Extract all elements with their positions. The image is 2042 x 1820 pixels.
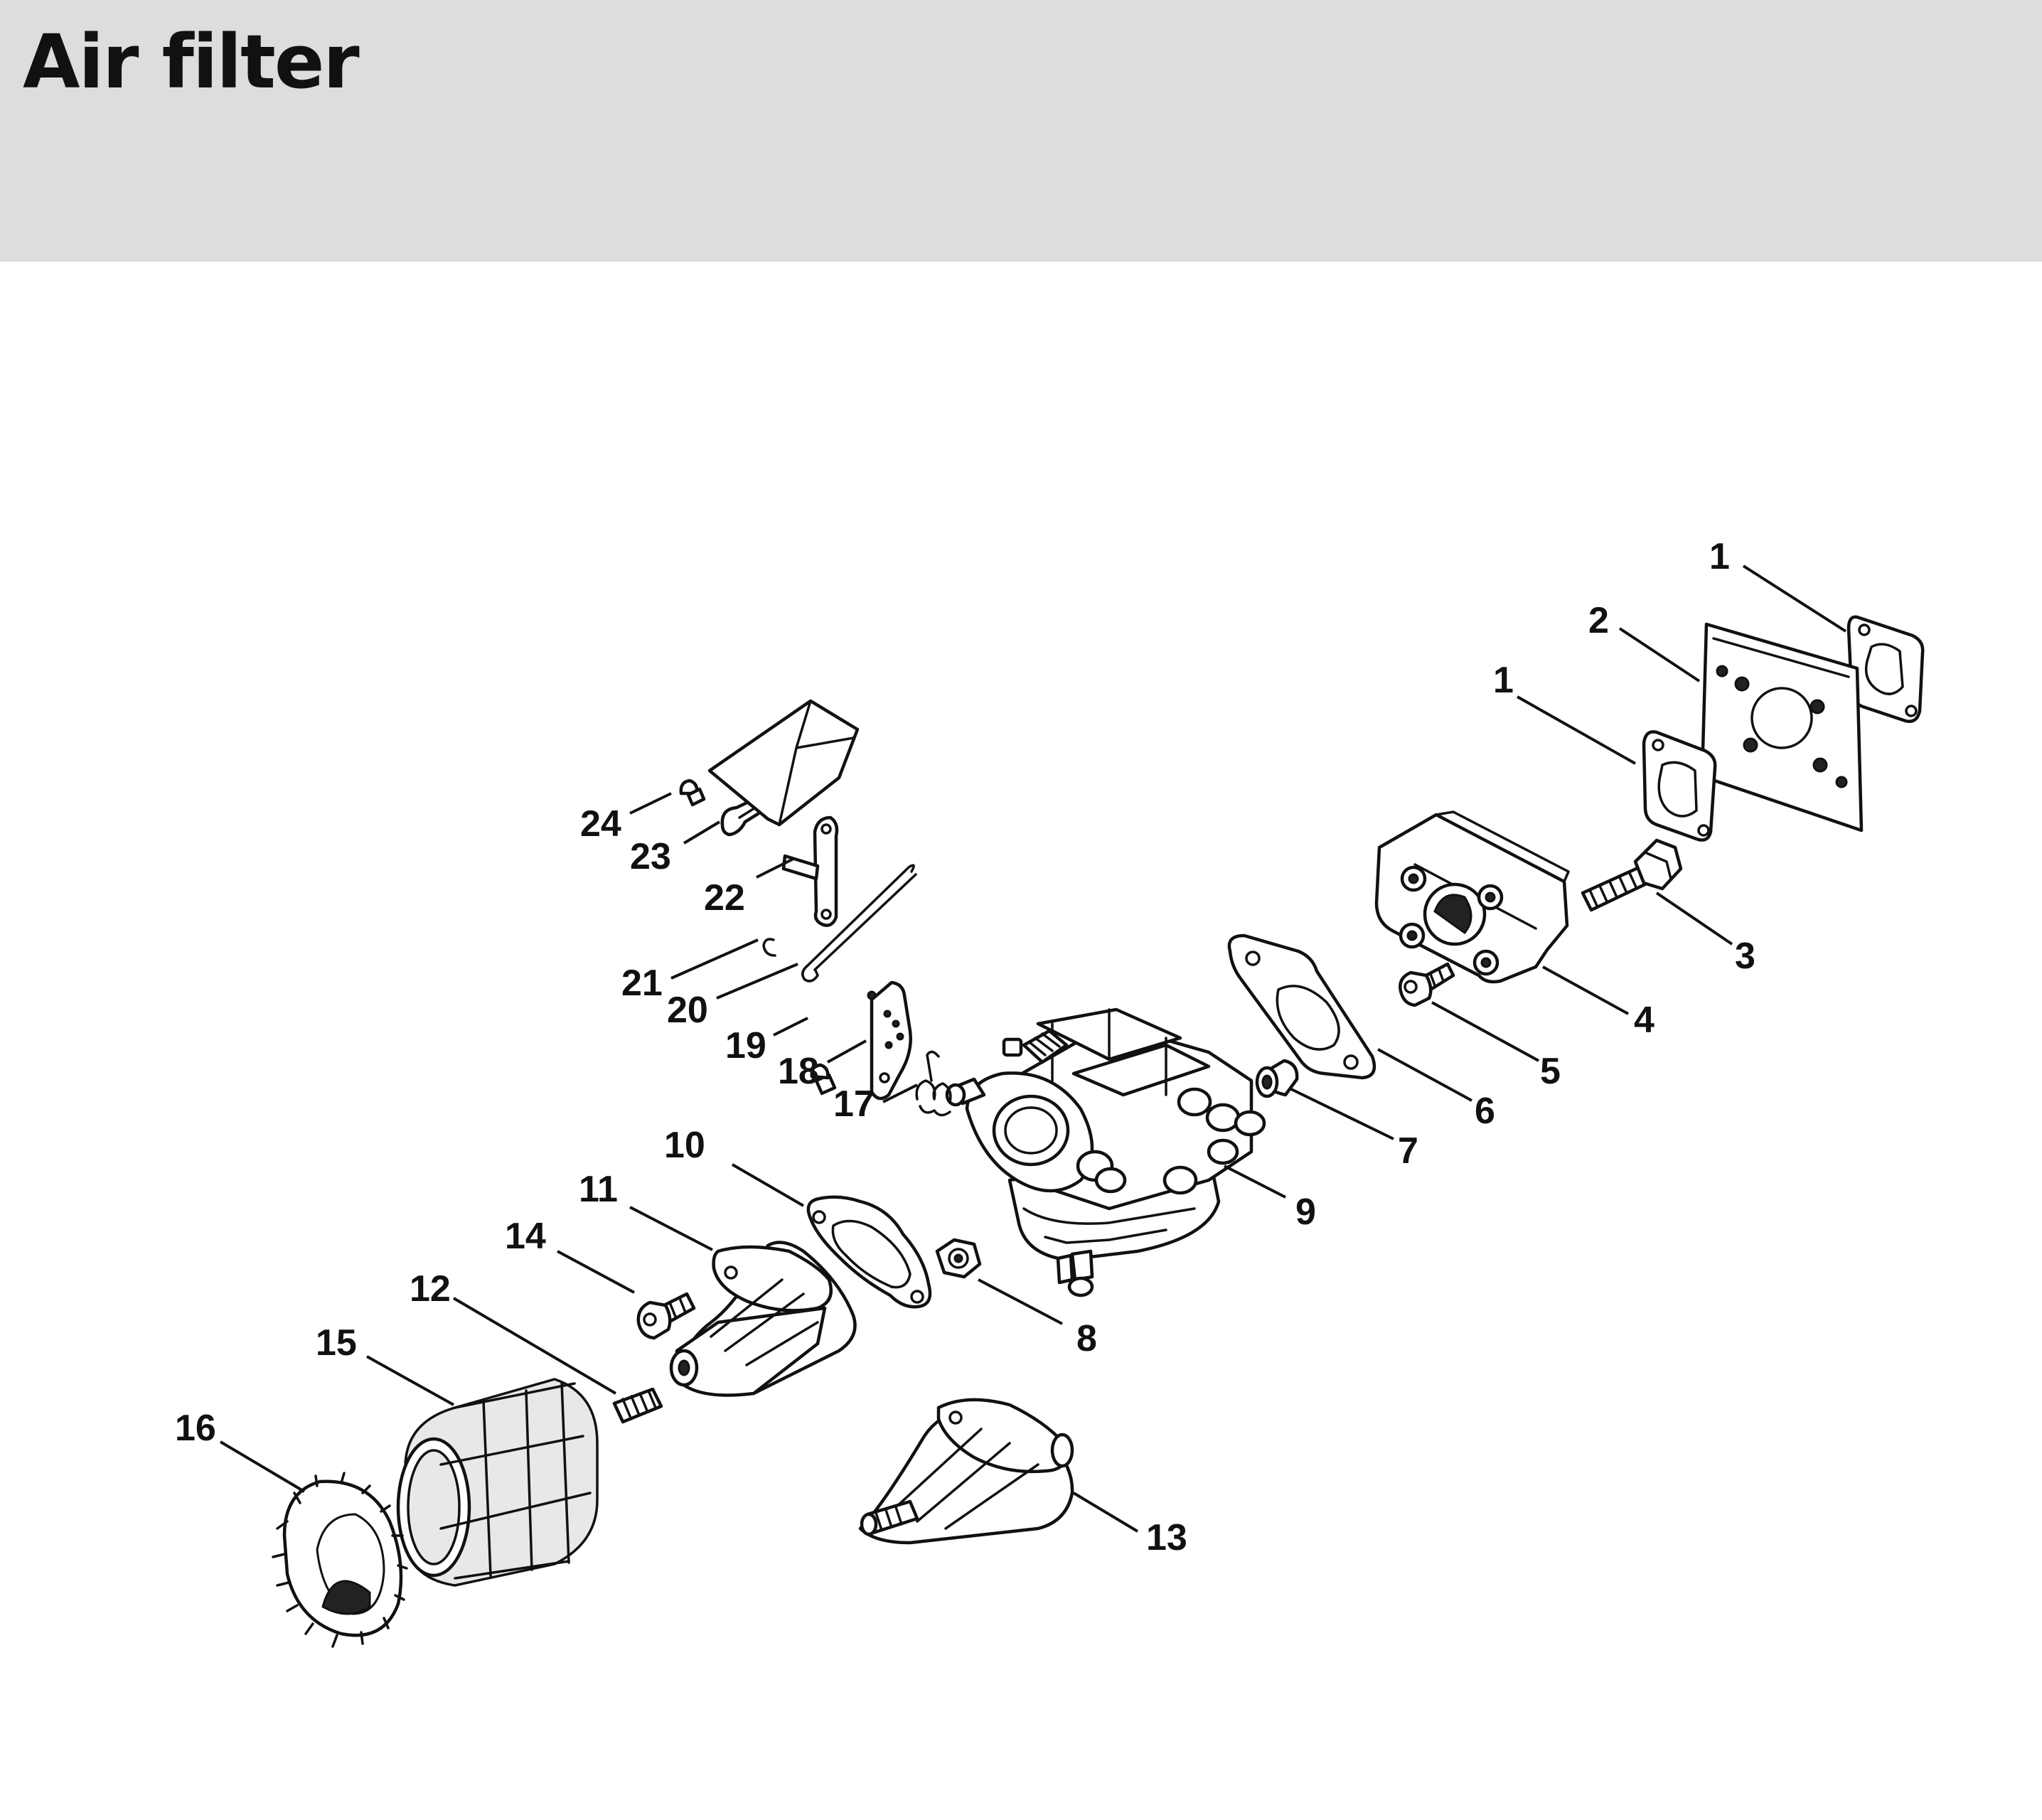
part-1-upper-gasket[interactable]	[1846, 615, 1925, 723]
callout-19: 19	[725, 1025, 766, 1066]
part-12-threaded-stud[interactable]	[612, 1387, 663, 1424]
part-2-plate[interactable]	[1700, 622, 1864, 833]
callout-10: 10	[664, 1125, 705, 1166]
part-9-carburetor[interactable]	[945, 1007, 1266, 1297]
callout-4: 4	[1634, 1000, 1655, 1041]
part-6-gasket[interactable]	[1227, 933, 1377, 1080]
callout-12: 12	[410, 1268, 451, 1310]
part-18-bracket-plate[interactable]	[867, 980, 912, 1101]
part-7-bushing[interactable]	[1255, 1059, 1299, 1098]
part-10-gasket[interactable]	[806, 1195, 932, 1309]
part-4-spacer-block[interactable]	[1374, 810, 1570, 984]
callout-13: 13	[1146, 1517, 1187, 1558]
callout-16: 16	[175, 1408, 216, 1449]
page-header: Air filter	[0, 0, 2042, 262]
callout-labels: 1 2 1 3 4 5 6 7 9 8 10 11 14 12 13 15 16…	[175, 536, 1755, 1558]
callout-24: 24	[580, 803, 621, 845]
part-22-lever[interactable]	[781, 815, 839, 927]
filter-cover-flap[interactable]	[707, 699, 860, 827]
callout-20: 20	[667, 990, 708, 1031]
callout-15: 15	[316, 1322, 357, 1364]
part-17-spring[interactable]	[915, 1050, 952, 1117]
callout-11: 11	[579, 1169, 618, 1210]
callout-17: 17	[833, 1083, 875, 1125]
leader-lines	[219, 564, 1847, 1533]
callout-23: 23	[630, 836, 671, 877]
part-8-nut[interactable]	[935, 1238, 982, 1279]
callout-1-lower: 1	[1493, 660, 1514, 701]
page-title: Air filter	[23, 18, 360, 105]
part-3-long-bolt[interactable]	[1581, 838, 1683, 912]
part-1-lower-gasket[interactable]	[1642, 730, 1717, 842]
callout-9: 9	[1295, 1192, 1316, 1233]
callout-3: 3	[1735, 936, 1755, 977]
part-16-toothed-ring[interactable]	[272, 1472, 408, 1648]
part-19-small-screw[interactable]	[810, 1063, 837, 1096]
part-14-screw[interactable]	[636, 1292, 696, 1340]
callout-1-upper: 1	[1709, 536, 1730, 577]
part-15-mesh-filter[interactable]	[396, 1378, 599, 1587]
callout-6: 6	[1475, 1091, 1495, 1132]
callout-14: 14	[505, 1216, 546, 1257]
callout-5: 5	[1540, 1051, 1561, 1092]
callout-8: 8	[1076, 1318, 1097, 1359]
part-11-cone-housing[interactable]	[669, 1241, 857, 1397]
part-13-lower-cone-housing[interactable]	[858, 1398, 1074, 1545]
callout-7: 7	[1398, 1130, 1418, 1172]
part-20-rod[interactable]	[801, 864, 917, 983]
part-5-screw[interactable]	[1399, 962, 1455, 1007]
callout-22: 22	[704, 877, 745, 919]
callout-18: 18	[778, 1051, 819, 1092]
callout-21: 21	[621, 963, 663, 1004]
part-24-small-screw[interactable]	[679, 778, 706, 807]
callout-2: 2	[1588, 600, 1609, 641]
part-21-clip[interactable]	[762, 938, 776, 957]
